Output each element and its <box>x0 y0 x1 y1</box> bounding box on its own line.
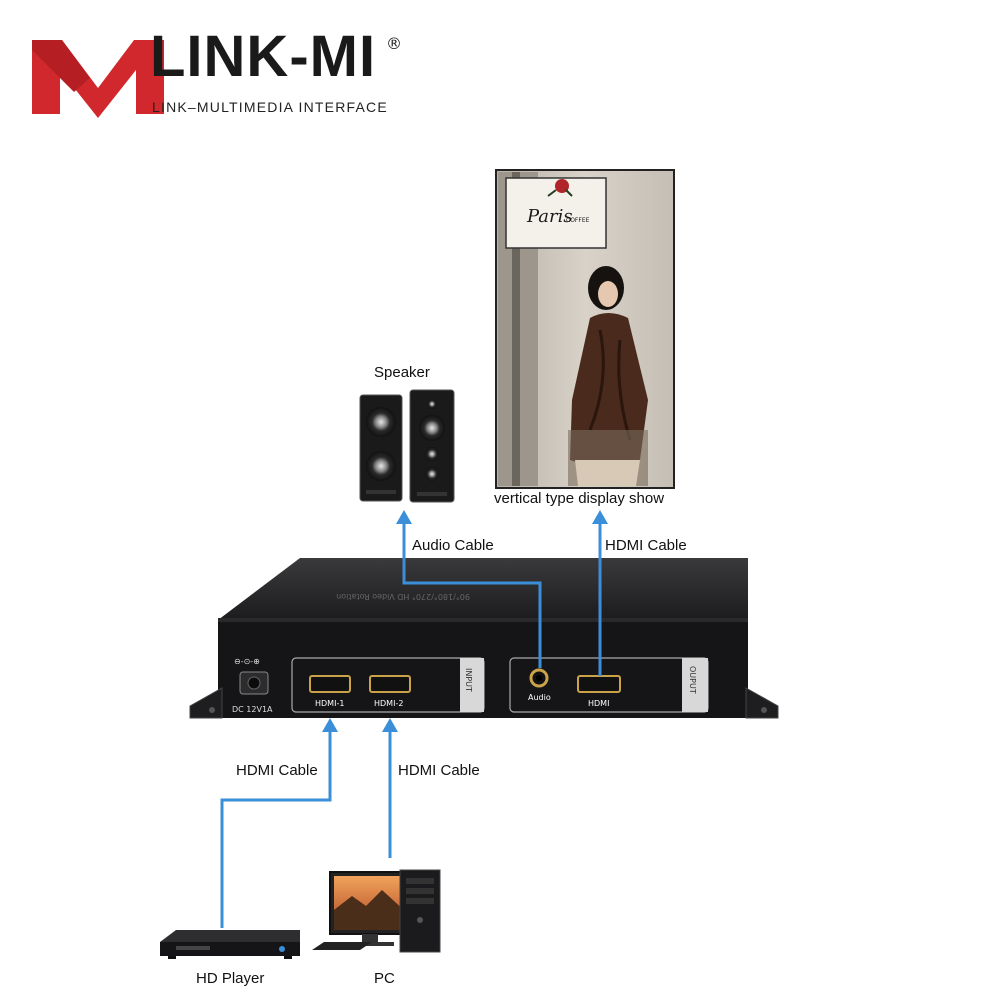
hdmi-input-1-cable-label: HDMI Cable <box>236 762 318 779</box>
input-group-label: INPUT <box>464 668 473 692</box>
registered-mark: ® <box>386 34 402 53</box>
arrow-up-icon <box>322 510 608 732</box>
sign-text-paris: Paris <box>526 206 573 227</box>
video-rotation-device: 90°/180°/270° HD Video Rotation ⊖-⊙-⊕ DC… <box>189 558 779 719</box>
audio-cable-label: Audio Cable <box>412 537 494 554</box>
power-label: DC 12V1A <box>232 705 273 714</box>
brand-name: LINK-MI <box>150 24 377 89</box>
hdmi-output-cable-label: HDMI Cable <box>605 537 687 554</box>
hdmi-input-2-cable-label: HDMI Cable <box>398 762 480 779</box>
audio-port-label: Audio <box>528 693 551 702</box>
brand-logo-icon <box>32 40 164 118</box>
speaker-icon <box>359 389 455 503</box>
device-top-text: 90°/180°/270° HD Video Rotation <box>336 592 470 601</box>
sign-text-coffee: COFFEE <box>566 217 590 224</box>
speaker-label: Speaker <box>374 364 430 381</box>
hd-player-label: HD Player <box>196 970 265 987</box>
hdmi-input-1-cable <box>220 728 332 928</box>
audio-cable <box>402 520 542 668</box>
input-port-2-label: HDMI-2 <box>374 699 403 708</box>
cables <box>220 520 602 928</box>
input-port-1-label: HDMI-1 <box>315 699 344 708</box>
output-port-label: HDMI <box>588 699 609 708</box>
pc-icon <box>312 869 441 953</box>
display-label: vertical type display show <box>494 490 665 507</box>
brand-tagline: LINK–MULTIMEDIA INTERFACE <box>152 99 388 115</box>
pc-label: PC <box>374 970 395 987</box>
hd-player-icon <box>160 930 300 959</box>
display-icon: Paris COFFEE <box>495 169 675 489</box>
power-symbol: ⊖-⊙-⊕ <box>234 657 260 666</box>
output-group-label: OUPUT <box>688 666 697 694</box>
